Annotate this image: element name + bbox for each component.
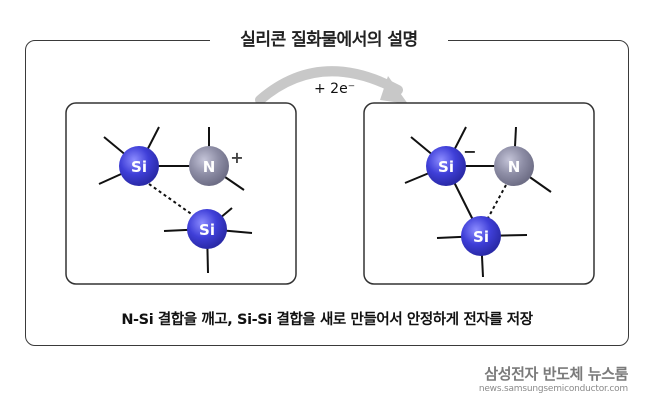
atom-label: N bbox=[508, 158, 521, 176]
atom-label: Si bbox=[473, 228, 489, 246]
before-si-top-atom: Si bbox=[119, 146, 159, 186]
atom-label: Si bbox=[438, 158, 454, 176]
after-n-atom: N bbox=[494, 146, 534, 186]
after-si-top-atom: Si − bbox=[426, 142, 477, 186]
after-panel bbox=[363, 102, 595, 285]
before-panel bbox=[65, 102, 297, 285]
atom-label: Si bbox=[131, 158, 147, 176]
diagram-title: 실리콘 질화물에서의 설명 bbox=[210, 26, 448, 54]
before-n-atom: N + bbox=[189, 146, 244, 186]
diagram-caption: N-Si 결합을 깨고, Si-Si 결합을 새로 만들어서 안정하게 전자를 … bbox=[121, 312, 533, 328]
before-si-bottom-atom: Si bbox=[187, 209, 227, 249]
electron-label: + 2e⁻ bbox=[314, 81, 355, 97]
atom-label: N bbox=[203, 158, 216, 176]
after-si-bottom-atom: Si bbox=[461, 216, 501, 256]
brand-url: news.samsungsemiconductor.com bbox=[478, 384, 628, 394]
atom-label: Si bbox=[199, 221, 215, 239]
positive-charge: + bbox=[230, 148, 243, 167]
electron-transfer-arrow bbox=[255, 66, 408, 105]
negative-charge: − bbox=[463, 142, 476, 161]
brand-name: 삼성전자 반도체 뉴스룸 bbox=[484, 365, 628, 383]
